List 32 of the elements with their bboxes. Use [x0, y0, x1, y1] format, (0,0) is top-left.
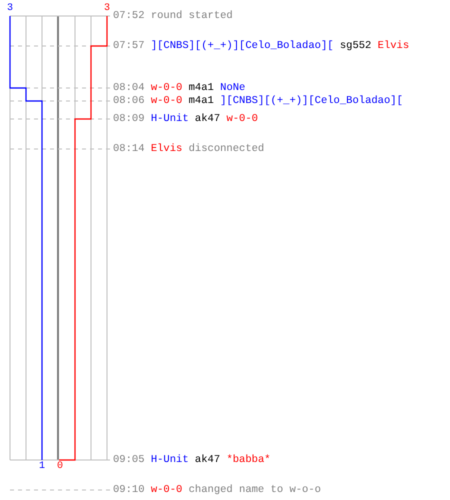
weapon-name: m4a1 [188, 82, 214, 94]
event-text: disconnected [188, 143, 264, 155]
player-name: Elvis [150, 143, 182, 155]
player-name: NoNe [220, 82, 246, 94]
weapon-name: sg552 [340, 40, 372, 52]
player-name: ][CNBS][(+_+)][Celo_Boladao][ [220, 95, 403, 107]
score-label: 1 [39, 462, 46, 472]
score-label: 3 [7, 4, 14, 14]
player-name: Elvis [378, 40, 410, 52]
player-name: w-0-0 [150, 484, 182, 496]
time-label: 09:10 [113, 484, 145, 496]
weapon-name: ak47 [194, 454, 220, 466]
score-label: 3 [104, 4, 110, 14]
time-label: 09:05 [113, 454, 145, 466]
player-name: w-0-0 [226, 113, 258, 125]
time-label: 08:09 [113, 113, 145, 125]
player-name: *babba* [226, 454, 271, 466]
player-name: ][CNBS][(+_+)][Celo_Boladao][ [150, 40, 334, 52]
time-label: 07:52 [113, 10, 145, 22]
player-name: w-0-0 [150, 82, 182, 94]
weapon-name: m4a1 [188, 95, 214, 107]
time-label: 08:06 [113, 95, 145, 107]
time-label: 07:57 [113, 40, 145, 52]
player-name: H-Unit [150, 113, 189, 125]
player-name: w-0-0 [150, 95, 182, 107]
weapon-name: ak47 [194, 113, 220, 125]
score-label: 0 [57, 462, 64, 472]
time-label: 08:14 [113, 143, 145, 155]
player-name: H-Unit [150, 454, 189, 466]
time-label: 08:04 [113, 82, 145, 94]
event-text: round started [150, 10, 233, 22]
event-text: changed name to w-o-o [188, 484, 321, 496]
